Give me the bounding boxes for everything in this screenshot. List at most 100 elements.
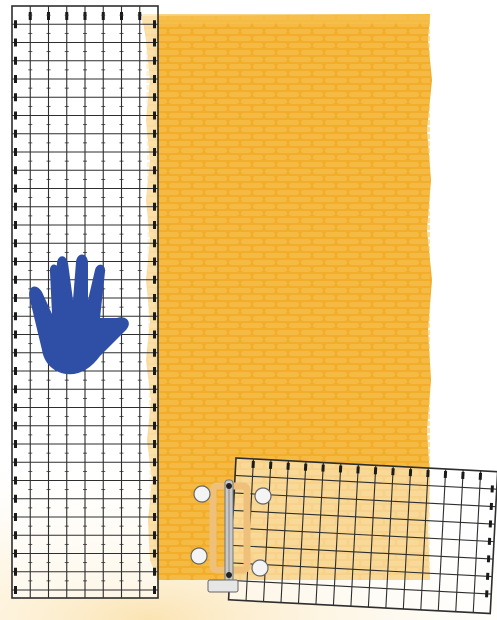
grid-line-h [230,562,493,578]
ruler-tick [153,421,156,430]
ruler-tick [153,531,156,540]
grid-line-h [233,509,495,525]
ruler-tick [14,385,17,394]
ruler-tick [487,537,492,545]
grid-line-v [315,462,324,605]
ruler-tick [14,549,17,558]
ruler-tick [14,111,17,120]
grid-line-v [437,468,447,611]
hand-icon [29,254,129,375]
ruler-tick [153,367,156,375]
ruler-tick [153,385,156,394]
ruler-tick [153,129,156,138]
grid-line-v [280,460,289,603]
grid-line-v [455,469,464,612]
ruler-tick [83,12,87,20]
ruler-tick [14,330,17,339]
ruler-tick [153,239,156,248]
ruler-tick [14,440,17,448]
ruler-tick [153,294,156,302]
ruler-tick [14,257,17,266]
ruler-tick [286,462,290,470]
ruler-tick [426,469,430,478]
ruler-tick [486,555,491,563]
grid-line-v [385,466,394,609]
ruler-tick [153,111,156,120]
ruler-tick [153,93,156,102]
grid-line-v [350,464,359,607]
grid-line-v [420,468,429,610]
ruler-tick [14,403,17,412]
ruler-tick [14,202,17,211]
ruler-tick [14,166,17,175]
grid-line-v [402,467,412,609]
ruler-tick [14,148,17,156]
ruler-tick [251,460,255,468]
ruler-tick [489,502,493,511]
fabric-panel [142,14,432,580]
ruler-tick [14,75,17,83]
grid-line-h [234,492,496,508]
ruler-tick [488,520,493,528]
ruler-tick [14,476,17,485]
ruler-tick [14,348,17,357]
ruler-tick [153,440,156,448]
ruler-tick [153,330,156,339]
ruler-tick [153,221,156,229]
ruler-tick [14,93,17,102]
ruler-tick [14,129,17,138]
ruler-tick [47,12,50,20]
ruler-tick [391,468,395,476]
ruler-tick [153,513,156,521]
ruler-tick [153,476,156,485]
grid-line-v [262,459,272,602]
ruler-grid-bottom [229,458,497,613]
ruler-tick [443,470,448,479]
ruler-tick [153,567,156,576]
ruler-tick [153,75,156,83]
ruler-tick [408,469,413,477]
ruler-tick [478,472,483,480]
ruler-tick [101,12,105,20]
ruler-tick [138,12,142,20]
ruler-tick [321,464,325,472]
ruler-tick [153,275,156,284]
ruler-tick [153,403,156,412]
ruler-tick [153,494,156,503]
ruler-tick [14,567,17,576]
grid-line-h [231,544,494,560]
ruler-tick [153,202,156,211]
ruler-tick [14,458,17,467]
ruler-tick [120,12,123,20]
ruler-tick [14,20,17,29]
grid-line-v [332,463,342,606]
ruler-tick [153,257,156,266]
grid-line-v [472,470,482,613]
ruler-tick [153,148,156,156]
ruler-tick [153,549,156,558]
ruler-tick [14,586,17,594]
grid-line-h [232,527,495,543]
ruler-tick [153,56,156,65]
grid-line-h [235,474,497,490]
ruler-tick [14,184,17,193]
ruler-tick [14,275,17,284]
ruler-tick [14,294,17,302]
ruler-tick [153,20,156,29]
ruler-tick [28,12,32,20]
ruler-tick [461,471,465,479]
ruler-tick [338,465,343,473]
ruler-tick [153,458,156,467]
ruler-tick [14,421,17,430]
ruler-tick [153,184,156,193]
ruler-tick [14,239,17,248]
ruler-tick [14,513,17,521]
grid-line-v [367,465,377,608]
grid-line-h [229,579,492,595]
ruler-tick [153,166,156,175]
ruler-tick [14,494,17,503]
ruler-tick [14,38,17,47]
ruler-tick [485,572,490,580]
